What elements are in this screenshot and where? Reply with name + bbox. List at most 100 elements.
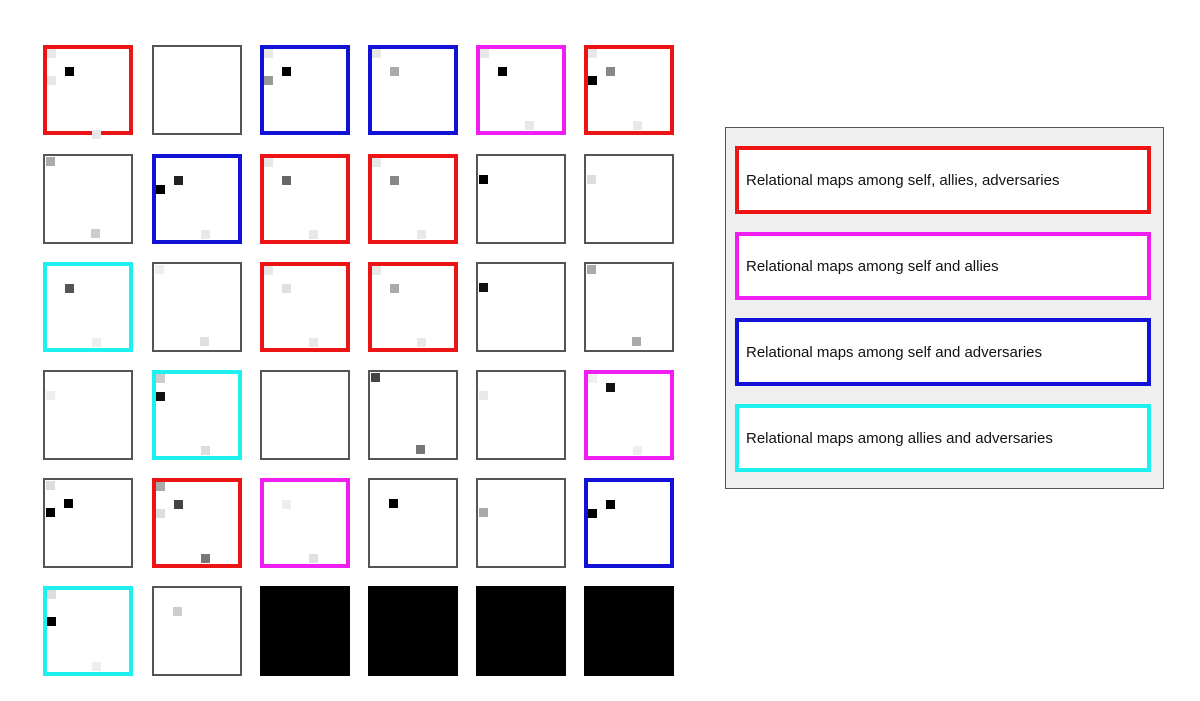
map-pixel [46, 481, 55, 490]
map-cell-r1-c4 [368, 45, 458, 135]
map-pixel [606, 383, 615, 392]
map-cell-r1-c2 [152, 45, 242, 135]
map-pixel [372, 266, 381, 275]
map-cell-r1-c1 [43, 45, 133, 139]
map-cell-r2-c6 [584, 154, 674, 244]
map-pixel [587, 175, 596, 184]
legend-item-allies-adversaries: Relational maps among allies and adversa… [735, 404, 1151, 472]
map-cell-r6-c4 [368, 586, 458, 676]
map-pixel [200, 337, 209, 346]
map-pixel [587, 265, 596, 274]
map-pixel [633, 446, 642, 455]
legend-item-self-adversaries: Relational maps among self and adversari… [735, 318, 1151, 386]
map-cell-r2-c5 [476, 154, 566, 244]
map-pixel [309, 554, 318, 563]
map-pixel [588, 76, 597, 85]
map-cell-r4-c4 [368, 370, 458, 460]
map-pixel [390, 284, 399, 293]
map-cell-r1-c6 [584, 45, 674, 135]
map-pixel [173, 607, 182, 616]
map-pixel [309, 230, 318, 239]
map-cell-r5-c5 [476, 478, 566, 568]
map-cell-r4-c6 [584, 370, 674, 460]
map-pixel [390, 176, 399, 185]
map-cell-r4-c3 [260, 370, 350, 460]
map-cell-r3-c1 [43, 262, 133, 352]
map-cell-r2-c1 [43, 154, 133, 244]
map-pixel [47, 49, 56, 58]
map-pixel [282, 284, 291, 293]
map-pixel [65, 67, 74, 76]
map-pixel [174, 176, 183, 185]
map-pixel [264, 266, 273, 275]
map-pixel [201, 554, 210, 563]
map-cell-r3-c2 [152, 262, 242, 352]
map-pixel [282, 500, 291, 509]
map-pixel [47, 76, 56, 85]
map-pixel [282, 67, 291, 76]
map-cell-r6-c2 [152, 586, 242, 676]
map-pixel [156, 392, 165, 401]
map-cell-r5-c2 [152, 478, 242, 568]
map-pixel [156, 482, 165, 491]
map-pixel [47, 617, 56, 626]
map-cell-r2-c2 [152, 154, 242, 244]
map-pixel [606, 67, 615, 76]
legend-label: Relational maps among allies and adversa… [746, 429, 1053, 447]
legend-label: Relational maps among self and allies [746, 257, 999, 275]
map-pixel [479, 283, 488, 292]
map-cell-r5-c3 [260, 478, 350, 568]
map-pixel [264, 158, 273, 167]
map-cell-r4-c1 [43, 370, 133, 460]
map-pixel [633, 121, 642, 130]
map-pixel [389, 499, 398, 508]
map-pixel [201, 230, 210, 239]
map-pixel [632, 337, 641, 346]
map-pixel [92, 662, 101, 671]
map-pixel [46, 157, 55, 166]
map-pixel [47, 590, 56, 599]
map-pixel [372, 158, 381, 167]
map-pixel [174, 500, 183, 509]
map-pixel [92, 338, 101, 347]
map-pixel [606, 500, 615, 509]
map-pixel [65, 284, 74, 293]
map-pixel [155, 265, 164, 274]
map-pixel [498, 67, 507, 76]
map-cell-r6-c1 [43, 586, 133, 676]
map-pixel [417, 338, 426, 347]
map-cell-r6-c3 [260, 586, 350, 676]
map-pixel [264, 49, 273, 58]
map-pixel [156, 185, 165, 194]
map-cell-r6-c5 [476, 586, 566, 676]
map-pixel [588, 374, 597, 383]
legend-item-self-allies: Relational maps among self and allies [735, 232, 1151, 300]
map-cell-r1-c3 [260, 45, 350, 135]
map-pixel [588, 509, 597, 518]
map-cell-r5-c1 [43, 478, 133, 568]
map-cell-r1-c5 [476, 45, 566, 135]
map-pixel [264, 76, 273, 85]
map-pixel [309, 338, 318, 347]
map-cell-r3-c5 [476, 262, 566, 352]
legend-panel: Relational maps among self, allies, adve… [725, 127, 1164, 489]
map-pixel [479, 508, 488, 517]
map-cell-r3-c6 [584, 262, 674, 352]
map-pixel [371, 373, 380, 382]
map-cell-r4-c2 [152, 370, 242, 460]
map-pixel [156, 374, 165, 383]
map-pixel [372, 49, 381, 58]
map-cell-r3-c3 [260, 262, 350, 352]
map-pixel [156, 509, 165, 518]
map-cell-r3-c4 [368, 262, 458, 352]
relational-map-grid [43, 45, 674, 676]
map-pixel [390, 67, 399, 76]
map-pixel [479, 175, 488, 184]
map-pixel [64, 499, 73, 508]
map-pixel [282, 176, 291, 185]
map-pixel [416, 445, 425, 454]
map-pixel [92, 130, 101, 139]
map-pixel [46, 391, 55, 400]
map-cell-r2-c4 [368, 154, 458, 244]
map-pixel [480, 49, 489, 58]
